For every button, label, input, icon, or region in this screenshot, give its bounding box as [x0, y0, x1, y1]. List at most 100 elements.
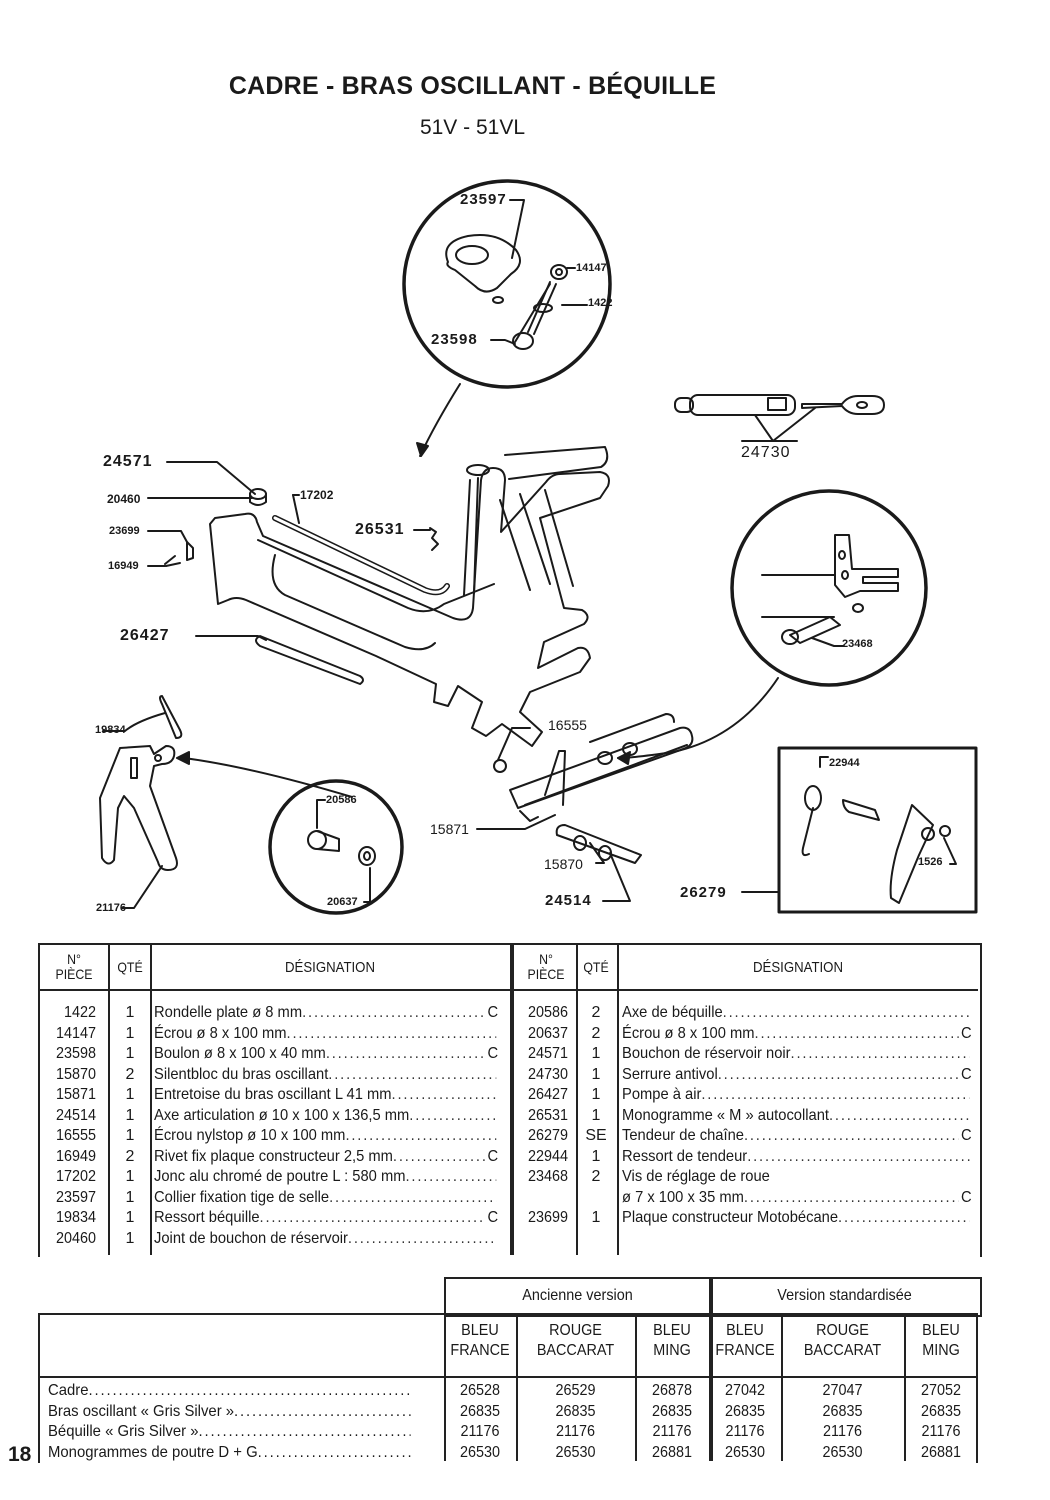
- parts-row: 24730 1 Serrure antivol C: [514, 1065, 978, 1086]
- header-designation-right: DÉSIGNATION: [753, 958, 843, 976]
- part-code: [770, 1167, 772, 1188]
- part-number: 26531: [527, 1106, 568, 1124]
- callout-24514: 24514: [545, 892, 592, 909]
- color-header-line1: BLEU: [922, 1322, 960, 1339]
- part-designation: Serrure antivol C: [622, 1065, 972, 1086]
- part-number-cell: 26529: [555, 1382, 596, 1399]
- part-code: C: [487, 1004, 499, 1021]
- part-qty: 1: [125, 1188, 135, 1206]
- part-designation: Écrou nylstop ø 10 x 100 mm: [154, 1126, 498, 1147]
- leader-dots: [329, 1188, 496, 1209]
- color-header-line1: BLEU: [653, 1322, 691, 1339]
- callout-20637: 20637: [327, 896, 358, 908]
- part-number: 20637: [527, 1024, 568, 1042]
- leader-dots: [234, 1402, 411, 1423]
- part-qty: 2: [125, 1065, 135, 1083]
- parts-table: N° PIÈCE QTÉ DÉSIGNATION 1422 1 Rondelle p…: [38, 943, 982, 1257]
- callout-24571: 24571: [103, 453, 153, 470]
- part-qty: 1: [125, 1168, 135, 1185]
- header-qty: QTÉ: [117, 958, 143, 975]
- part-number: 14147: [55, 1024, 96, 1042]
- callout-1526: 1526: [918, 856, 943, 868]
- part-designation: Rondelle plate ø 8 mm C: [154, 1003, 498, 1024]
- callout-19834: 19834: [95, 724, 126, 736]
- leader-dots: [838, 1208, 970, 1229]
- callout-14147: 14147: [576, 262, 607, 274]
- part-number-cell: 27047: [822, 1382, 863, 1399]
- maker-plate-drawing: [186, 541, 194, 561]
- part-qty: 1: [125, 1106, 135, 1124]
- designation-text: Serrure antivol: [622, 1065, 718, 1083]
- model-subtitle: 51V - 51VL: [419, 116, 526, 139]
- part-designation: Écrou ø 8 x 100 mm: [154, 1024, 498, 1045]
- designation-text: Écrou nylstop ø 10 x 100 mm: [154, 1127, 346, 1144]
- leader-dots: [89, 1381, 411, 1402]
- header-designation: DÉSIGNATION: [285, 958, 375, 976]
- part-designation: Jonc alu chromé de poutre L : 580 mm: [154, 1167, 498, 1188]
- designation-text: Vis de réglage de roue: [622, 1168, 770, 1185]
- part-code: [496, 1085, 498, 1106]
- part-qty: 2: [591, 1024, 601, 1042]
- part-code: C: [960, 1065, 972, 1083]
- color-header-line1: BLEU: [461, 1322, 499, 1339]
- designation-text: Collier fixation tige de selle: [154, 1188, 330, 1206]
- part-code: C: [960, 1127, 972, 1144]
- leader-dots: [791, 1044, 970, 1065]
- callout-23597: 23597: [460, 191, 507, 208]
- designation-text: ø 7 x 100 x 35 mm: [622, 1188, 744, 1206]
- part-number: 20460: [55, 1229, 96, 1247]
- part-number-cell: 26835: [651, 1402, 693, 1420]
- designation-text: Axe articulation ø 10 x 100 x 136,5 mm: [154, 1106, 410, 1124]
- part-designation: Boulon ø 8 x 100 x 40 mmC: [154, 1044, 498, 1065]
- callout-21176: 21176: [96, 902, 126, 914]
- callout-23699: 23699: [109, 525, 140, 537]
- designation-text: Jonc alu chromé de poutre L : 580 mm: [154, 1168, 406, 1185]
- color-header-line2: BACCARAT: [536, 1342, 615, 1359]
- part-code: C: [487, 1147, 499, 1165]
- row-label-text: Cadre: [48, 1382, 89, 1399]
- part-code: [496, 1167, 498, 1188]
- part-code: [496, 1024, 498, 1045]
- leader-dots: [258, 1443, 411, 1464]
- leader-dots: [718, 1065, 959, 1086]
- leader-dots: [392, 1085, 497, 1106]
- part-number: 20586: [527, 1004, 568, 1021]
- part-designation: Vis de réglage de roue: [622, 1167, 972, 1188]
- part-code: C: [960, 1188, 972, 1206]
- designation-text: Rondelle plate ø 8 mm: [154, 1004, 303, 1021]
- header-no-line1: N°: [67, 951, 81, 967]
- part-number: 24730: [527, 1065, 568, 1083]
- part-qty: 2: [591, 1004, 601, 1021]
- color-row: Béquille « Gris Silver »2117621176211762…: [38, 1422, 978, 1443]
- designation-text: Rivet fix plaque constructeur 2,5 mm: [154, 1147, 393, 1165]
- part-number-cell: 27052: [920, 1382, 962, 1399]
- part-qty: 1: [125, 1229, 135, 1247]
- detail-box-chain-tensioner: [777, 746, 978, 914]
- callout-17202: 17202: [300, 488, 334, 502]
- leader-dots: [744, 1188, 959, 1209]
- parts-table-header: N° PIÈCE QTÉ DÉSIGNATION: [40, 945, 510, 991]
- part-designation: Plaque constructeur Motobécane: [622, 1208, 972, 1229]
- callout-26531: 26531: [355, 521, 405, 538]
- frame-drawing: [209, 446, 610, 747]
- part-code: [970, 1044, 972, 1065]
- part-qty: 1: [591, 1065, 601, 1083]
- part-qty: 1: [591, 1147, 601, 1165]
- part-number: 26279: [527, 1127, 568, 1144]
- part-qty: 1: [125, 1004, 135, 1021]
- color-row-label: Monogrammes de poutre D + G: [48, 1443, 411, 1464]
- designation-text: Silentbloc du bras oscillant: [154, 1065, 329, 1083]
- part-designation: Monogramme « M » autocollant: [622, 1106, 972, 1127]
- detail-circle-stand-axle: [268, 779, 404, 915]
- part-number: 1422: [63, 1004, 96, 1021]
- part-qty: 1: [591, 1209, 601, 1226]
- group-label-standard: Version standardisée: [777, 1287, 912, 1304]
